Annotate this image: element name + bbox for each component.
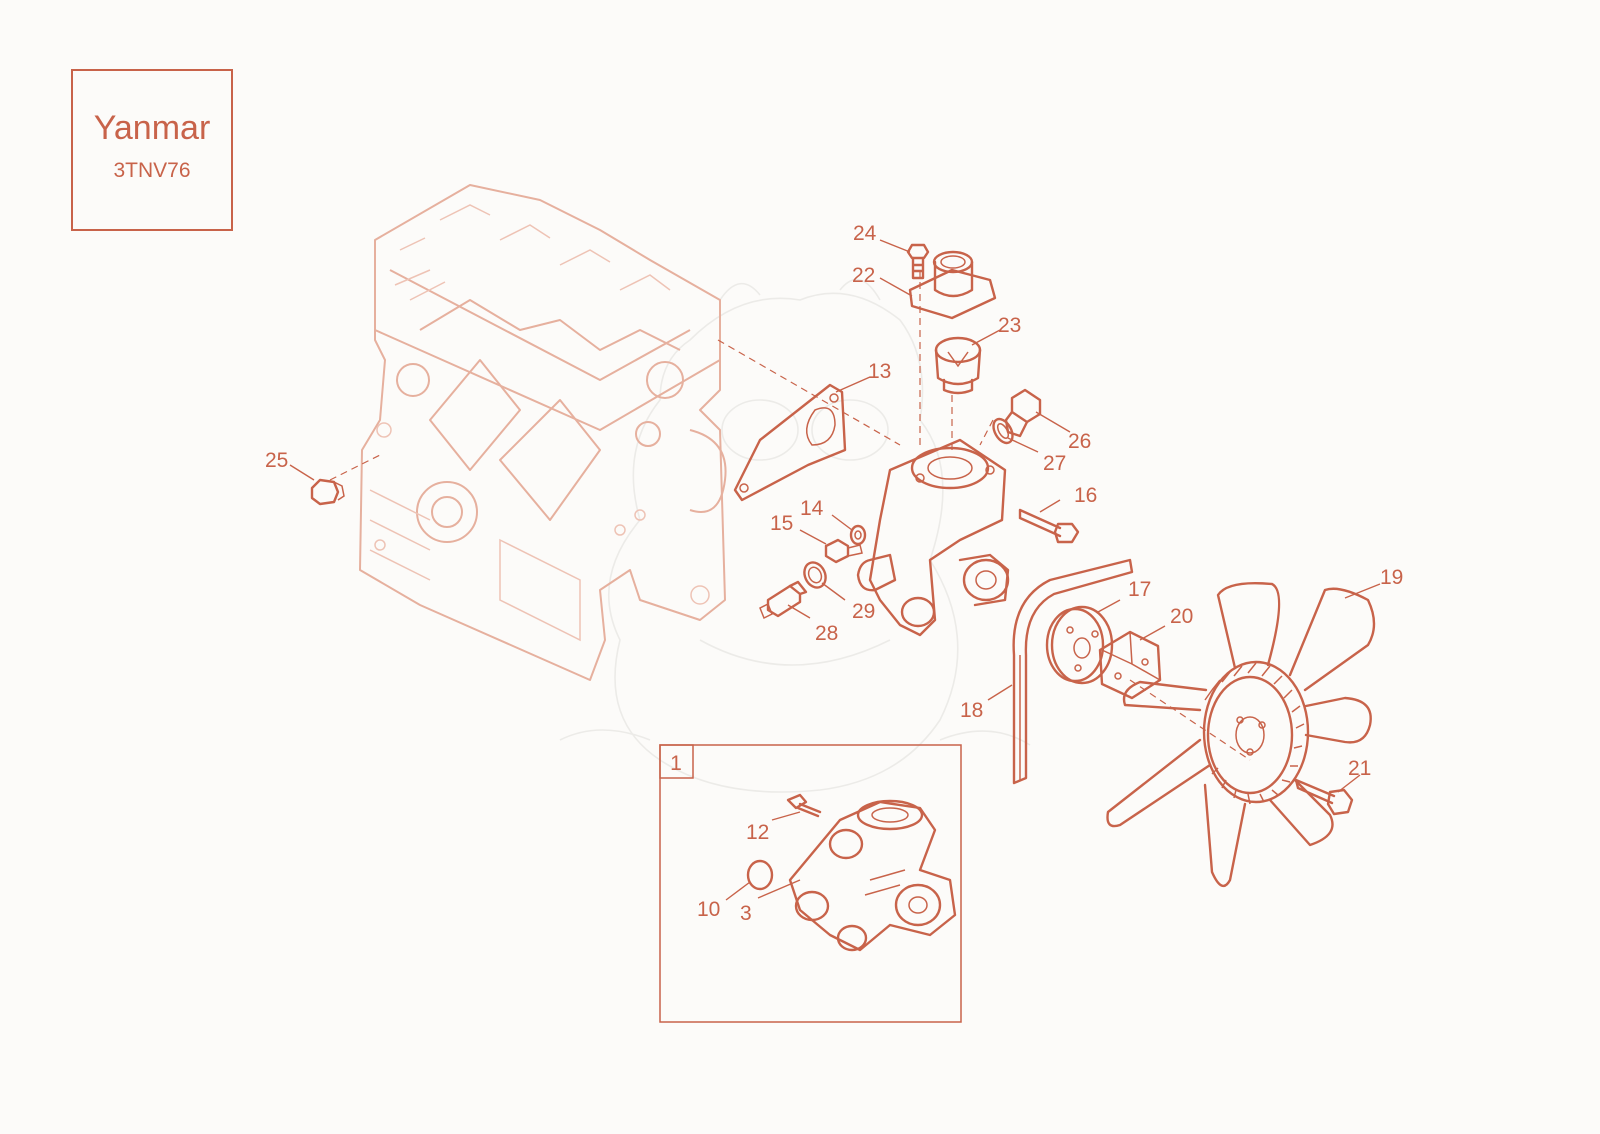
callout-10: 10: [697, 898, 720, 921]
part-13-gasket: [733, 383, 847, 502]
callout-16: 16: [1074, 484, 1097, 507]
engine-block: [359, 184, 727, 681]
callout-29: 29: [852, 600, 875, 623]
part-18-belt: [1012, 558, 1134, 785]
inset-box: 1: [659, 744, 962, 1023]
callout-3: 3: [740, 902, 752, 925]
callout-13: 13: [868, 360, 891, 383]
callout-27: 27: [1043, 452, 1066, 475]
part-17-pulley: [1045, 605, 1114, 685]
callout-18: 18: [960, 699, 983, 722]
callout-26: 26: [1068, 430, 1091, 453]
callout-15: 15: [770, 512, 793, 535]
leader-lines: [289, 239, 1381, 901]
part-22-thermostat-cover: [908, 250, 997, 320]
callout-28: 28: [815, 622, 838, 645]
inset-label: 1: [670, 752, 682, 775]
part-14-washer: [849, 524, 867, 546]
part-23-thermostat: [934, 336, 982, 395]
callout-25: 25: [265, 449, 288, 472]
callout-14: 14: [800, 497, 824, 520]
brand-name: Yanmar: [93, 109, 211, 147]
callout-20: 20: [1170, 605, 1193, 628]
part-29-oring: [803, 561, 827, 589]
callout-12: 12: [746, 821, 769, 844]
part-20-spacer: [1098, 630, 1162, 700]
callout-22: 22: [852, 264, 875, 287]
part-21-bolt: [1294, 778, 1354, 816]
callout-19: 19: [1380, 566, 1403, 589]
part-15-fitting: [824, 538, 863, 564]
part-24-bolt: [906, 243, 930, 280]
callout-labels: 24 22 23 13 26 27 25 16 14 15 29 28 17 2…: [265, 222, 1403, 925]
callout-21: 21: [1348, 757, 1371, 780]
water-pump: [856, 438, 1010, 637]
part-28-sensor: [759, 580, 808, 620]
model-name: 3TNV76: [113, 159, 191, 182]
assembly-lines: [329, 270, 1251, 761]
callout-23: 23: [998, 314, 1021, 337]
callout-17: 17: [1128, 578, 1151, 601]
part-25-plug: [310, 478, 345, 506]
callout-24: 24: [853, 222, 877, 245]
part-27-washer: [992, 417, 1014, 445]
part-16-bolt: [1018, 508, 1080, 544]
title-block: Yanmar 3TNV76: [71, 69, 233, 231]
part-19-fan: [1106, 581, 1376, 888]
